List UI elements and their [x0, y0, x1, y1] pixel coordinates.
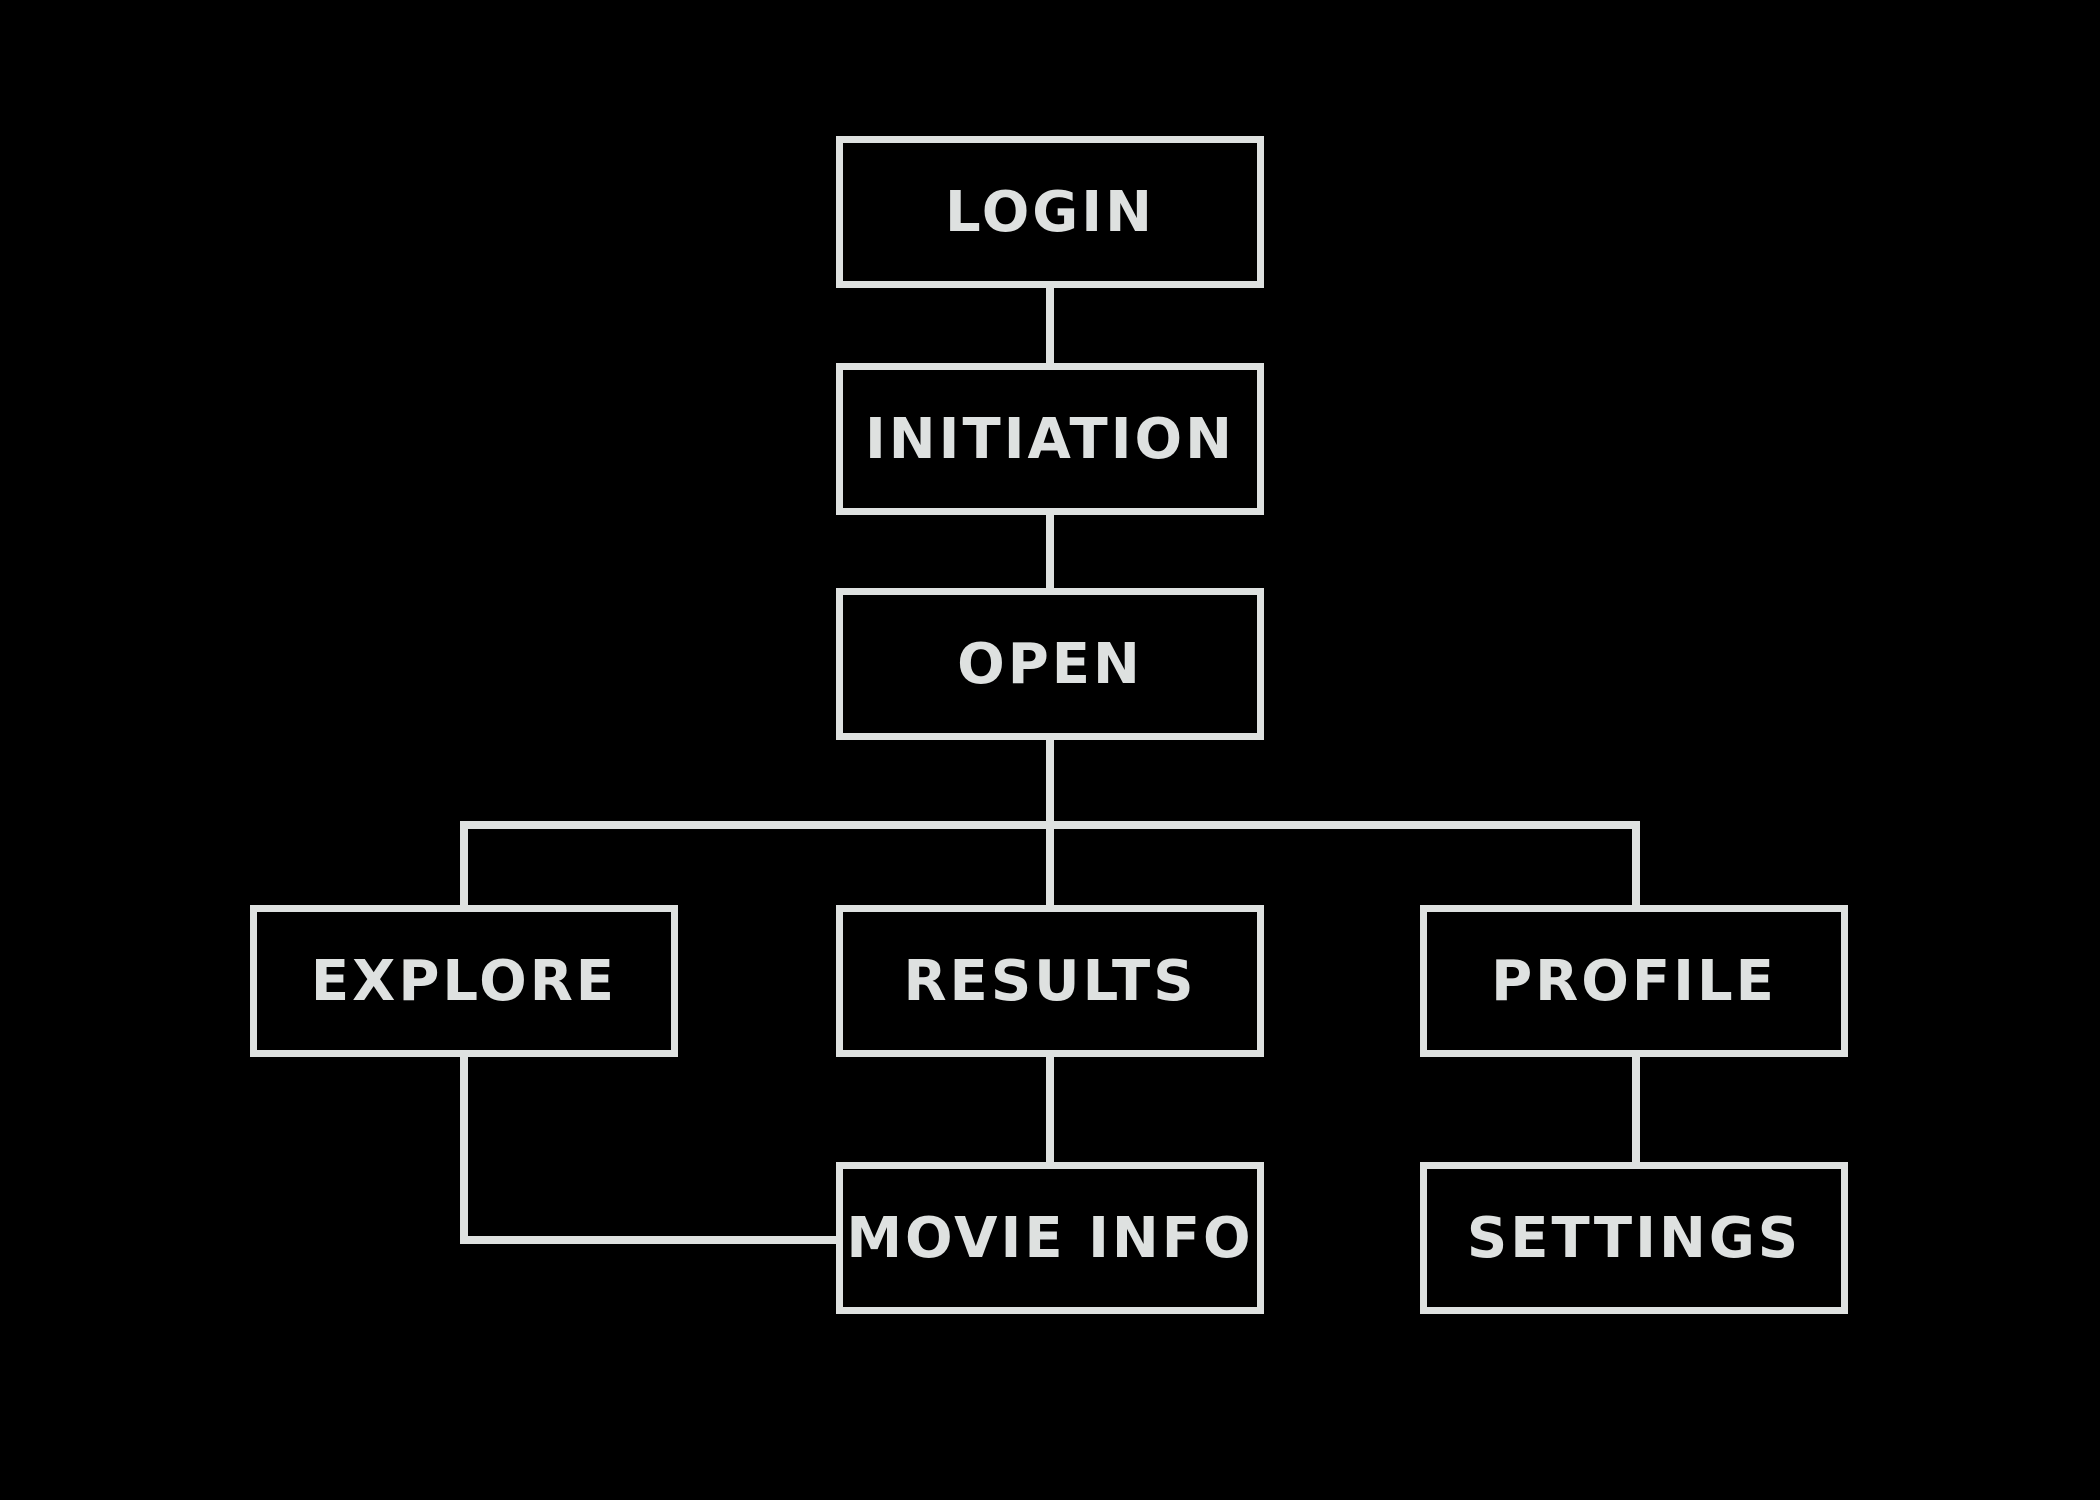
connector-explore-movieinfo	[460, 1236, 837, 1244]
node-label-explore: EXPLORE	[310, 948, 618, 1014]
connector-results-movieinfo	[1046, 1057, 1054, 1163]
flow-node-initiation: INITIATION	[836, 363, 1264, 515]
connector-initiation-open	[1046, 515, 1054, 589]
node-label-results: RESULTS	[903, 948, 1197, 1014]
connector-explore-down	[460, 1057, 468, 1244]
flow-node-explore: EXPLORE	[250, 905, 678, 1057]
connector-login-initiation	[1046, 288, 1054, 364]
flow-node-profile: PROFILE	[1420, 905, 1848, 1057]
node-label-login: LOGIN	[945, 179, 1155, 245]
node-label-open: OPEN	[957, 631, 1143, 697]
flow-node-login: LOGIN	[836, 136, 1264, 288]
connector-branch-explore	[460, 821, 468, 906]
node-label-initiation: INITIATION	[864, 406, 1236, 472]
flow-node-results: RESULTS	[836, 905, 1264, 1057]
connector-branch-results	[1046, 821, 1054, 906]
connector-profile-settings	[1632, 1057, 1640, 1163]
node-label-settings: SETTINGS	[1466, 1205, 1802, 1271]
connector-open-branch	[1046, 740, 1054, 829]
flow-node-settings: SETTINGS	[1420, 1162, 1848, 1314]
node-label-profile: PROFILE	[1491, 948, 1777, 1014]
node-label-movie-info: MOVIE INFO	[846, 1205, 1254, 1271]
connector-branch-profile	[1632, 821, 1640, 906]
flow-node-open: OPEN	[836, 588, 1264, 740]
flow-node-movie-info: MOVIE INFO	[836, 1162, 1264, 1314]
